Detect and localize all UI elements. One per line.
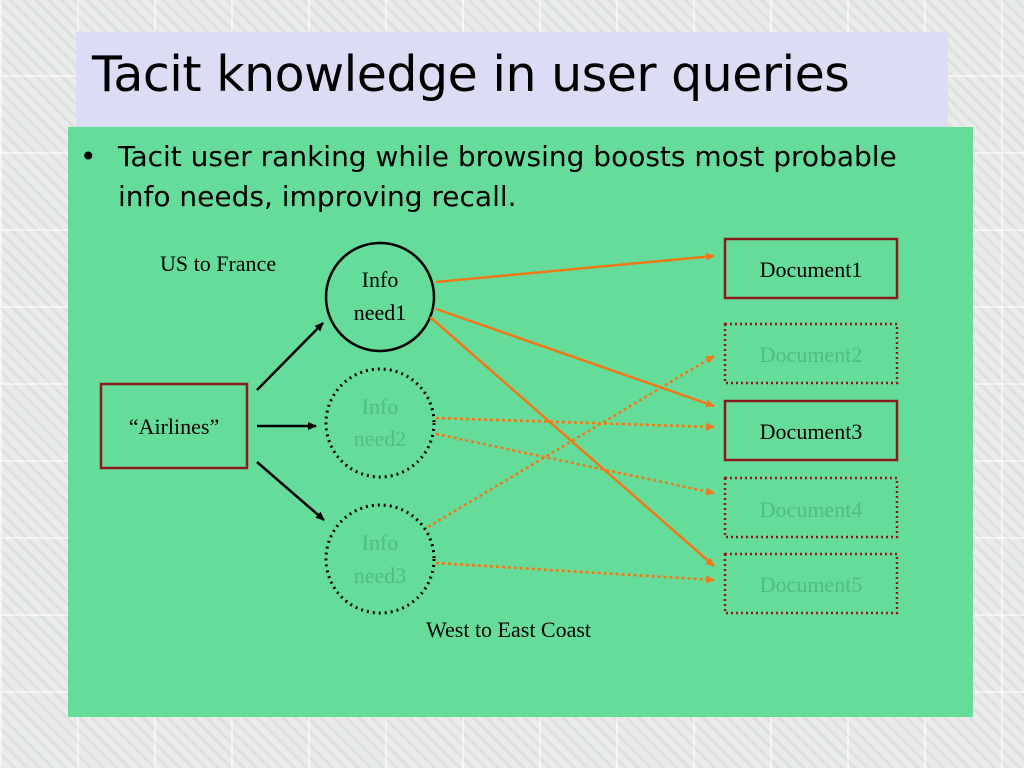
info-need1-annotation: US to France — [160, 251, 276, 276]
document1-box — [723, 237, 899, 300]
query-label: “Airlines” — [129, 414, 219, 439]
document2-box — [723, 322, 899, 385]
query-to-need3-arrow — [256, 461, 325, 521]
document3-box — [723, 399, 899, 462]
info-need3-label-line1: Info — [362, 530, 399, 555]
document2-label: Document2 — [760, 342, 863, 367]
need1-to-doc3-edge — [435, 307, 715, 408]
need1-to-doc1-edge — [435, 252, 715, 284]
need3-to-doc2-edge — [427, 354, 715, 529]
content-panel — [68, 127, 973, 717]
slide-title: Tacit knowledge in user queries — [92, 46, 850, 103]
need3-to-doc5-edge — [435, 561, 715, 584]
need2-to-doc3-edge — [435, 416, 715, 431]
document1-label: Document1 — [760, 257, 863, 282]
info-need3-annotation: West to East Coast — [426, 617, 591, 642]
document5-box — [723, 552, 899, 615]
bullet-text: Tacit user ranking while browsing boosts… — [118, 140, 897, 213]
title-band — [76, 32, 948, 130]
info-need2-label-line1: Info — [362, 394, 399, 419]
info-need2-node — [324, 367, 436, 479]
info-need1-label-line2: need1 — [354, 300, 407, 325]
bullet-marker: • — [80, 140, 97, 173]
need2-to-doc4-edge — [435, 432, 715, 496]
info-need3-node — [324, 503, 436, 615]
document3-label: Document3 — [760, 419, 863, 444]
info-need1-label-line1: Info — [362, 267, 399, 292]
need1-to-doc5-edge — [429, 316, 715, 567]
document5-label: Document5 — [760, 572, 863, 597]
document4-label: Document4 — [760, 497, 863, 522]
info-need3-label-line2: need3 — [354, 563, 407, 588]
info-need2-label-line2: need2 — [354, 426, 407, 451]
info-need1-node — [324, 241, 436, 353]
query-box — [99, 382, 249, 470]
document4-box — [723, 476, 899, 539]
query-to-need1-arrow — [256, 322, 324, 391]
